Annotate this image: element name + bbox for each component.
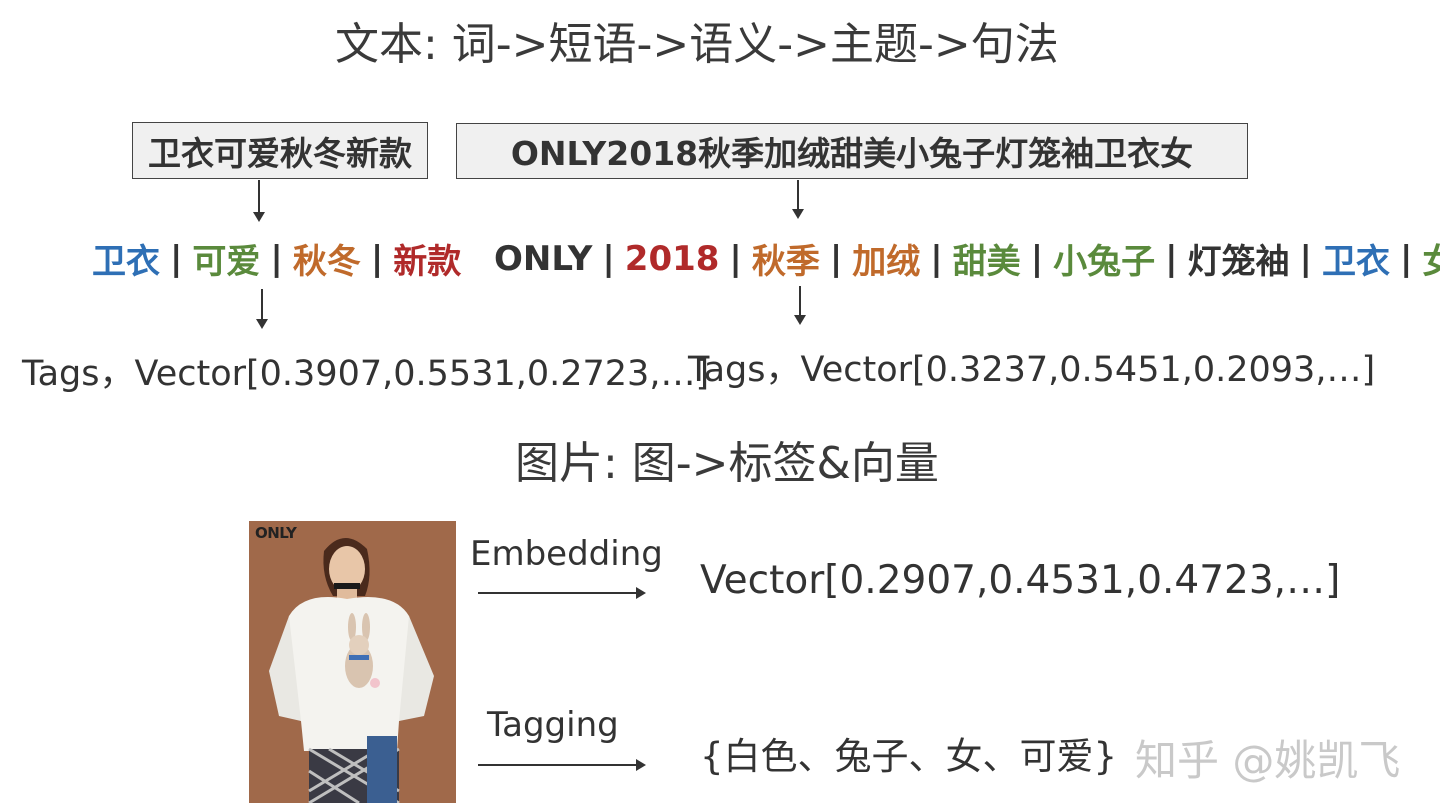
token-separator: | xyxy=(1030,238,1044,279)
token-separator: | xyxy=(1165,238,1178,279)
token-separator: | xyxy=(1399,238,1413,279)
token: 小兔子 xyxy=(1053,242,1156,282)
token-separator: | xyxy=(729,238,742,279)
example1-arrow-down-1 xyxy=(253,180,265,222)
token: 女 xyxy=(1422,242,1440,282)
text-section-title: 文本: 词->短语->语义->主题->句法 xyxy=(335,19,1059,70)
image-section-title: 图片: 图->标签&向量 xyxy=(515,438,939,489)
token: 可爱 xyxy=(192,242,261,282)
watermark: 知乎 @姚凯飞 xyxy=(1135,736,1401,785)
example1-vector: Tags，Vector[0.3907,0.5531,0.2723,…] xyxy=(22,354,710,394)
token-separator: | xyxy=(602,238,615,279)
token: 卫衣 xyxy=(1321,242,1390,282)
token-separator: | xyxy=(170,238,183,279)
example2-vector: Tags，Vector[0.3237,0.5451,0.2093,…] xyxy=(688,350,1376,390)
example2-arrow-down-1 xyxy=(792,180,804,219)
embedding-arrow xyxy=(478,587,646,599)
token-separator: | xyxy=(930,238,943,279)
token: 2018 xyxy=(624,238,720,279)
token: 灯笼袖 xyxy=(1187,242,1290,282)
token: 新款 xyxy=(393,242,462,282)
token-separator: | xyxy=(1299,238,1312,279)
model-illustration xyxy=(269,537,434,803)
token: 秋季 xyxy=(751,242,820,282)
example2-arrow-down-2 xyxy=(794,286,806,325)
tagging-arrow xyxy=(478,759,646,771)
product-photo: ONLY xyxy=(249,521,456,803)
token: 加绒 xyxy=(852,242,921,282)
tagging-output: {白色、兔子、女、可爱} xyxy=(700,735,1118,778)
token: 秋冬 xyxy=(292,242,361,282)
token: ONLY xyxy=(494,238,593,279)
brand-logo: ONLY xyxy=(255,524,297,542)
example1-arrow-down-2 xyxy=(256,289,268,329)
token: 甜美 xyxy=(952,242,1021,282)
token-separator: | xyxy=(829,238,843,279)
token-separator: | xyxy=(270,238,283,279)
example2-input-box: ONLY2018秋季加绒甜美小兔子灯笼袖卫衣女 xyxy=(456,123,1248,179)
tagging-label: Tagging xyxy=(487,705,619,745)
example1-token-list: 卫衣|可爱|秋冬|新款 xyxy=(92,234,461,283)
token-separator: | xyxy=(370,238,384,279)
example1-input-box: 卫衣可爱秋冬新款 xyxy=(132,122,428,179)
token: 卫衣 xyxy=(92,242,160,282)
embedding-label: Embedding xyxy=(470,534,663,574)
embedding-output: Vector[0.2907,0.4531,0.4723,…] xyxy=(700,558,1341,603)
example2-token-list: ONLY|2018|秋季|加绒|甜美|小兔子|灯笼袖|卫衣|女 xyxy=(494,234,1440,283)
